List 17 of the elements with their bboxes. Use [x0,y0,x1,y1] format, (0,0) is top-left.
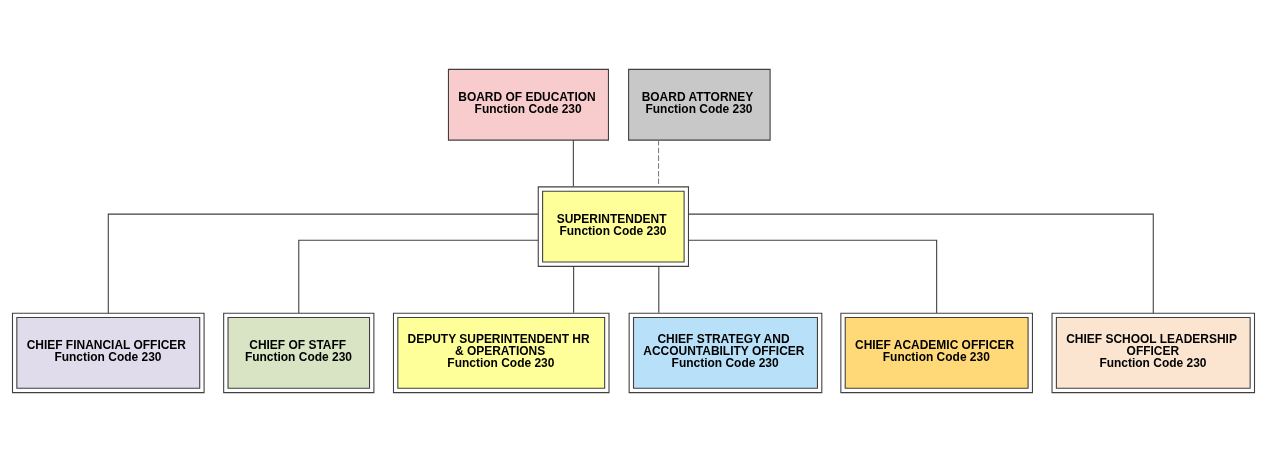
node-box: BOARD ATTORNEY Function Code 230 [628,68,771,141]
connector [658,139,660,188]
connector [658,266,660,314]
node-box: CHIEF STRATEGY AND ACCOUNTABILITY OFFICER Function Code 230 [628,312,823,394]
connector [572,139,574,188]
connector [298,239,539,314]
node-box: CHIEF SCHOOL LEADERSHIP OFFICER Function Code 230 [1051,312,1256,394]
node-box: DEPUTY SUPERINTENDENT HR & OPERATIONS Function Code 230 [392,312,610,394]
connector [688,239,938,314]
connector [573,266,575,314]
connector [107,213,539,314]
node-box: CHIEF OF STAFF Function Code 230 [223,312,375,394]
connector [688,213,1154,314]
node-box: CHIEF ACADEMIC OFFICER Function Code 230 [840,312,1033,394]
node-box: BOARD OF EDUCATION Function Code 230 [447,68,609,141]
node-box: SUPERINTENDENT Function Code 230 [537,186,689,267]
node-box: CHIEF FINANCIAL OFFICER Function Code 230 [11,312,205,394]
